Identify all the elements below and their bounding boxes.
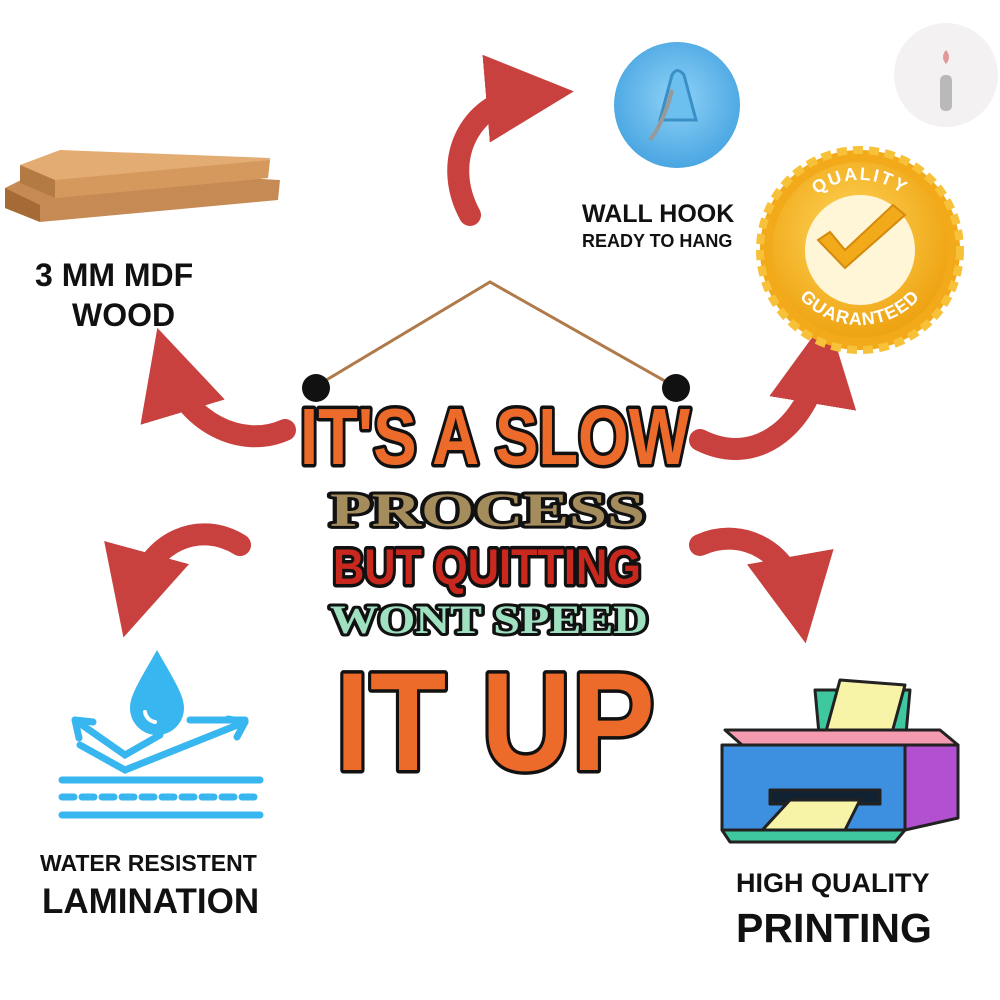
arrow-to-wood-icon: [140, 327, 296, 448]
hanging-string: [317, 280, 673, 387]
hook-label-line1: WALL HOOK: [582, 200, 734, 228]
arrow-to-printer-icon: [689, 527, 834, 644]
wall-hook-icon: [614, 42, 740, 168]
sign-line3: BUT QUITTING: [333, 539, 641, 595]
sign-line1: IT'S A SLOW: [300, 392, 690, 481]
wood-label-line2: WOOD: [72, 297, 175, 333]
sign-line2: PROCESS: [330, 484, 645, 537]
sign-line5: IT UP: [335, 643, 655, 800]
water-label-line2: LAMINATION: [42, 882, 259, 921]
sign-line4: WONT SPEED: [330, 597, 648, 642]
hook-label-line2: READY TO HANG: [582, 231, 732, 251]
quality-badge-icon: QUALITY GUARANTEED: [756, 146, 964, 354]
printing-label-line1: HIGH QUALITY: [736, 868, 930, 898]
water-resistant-icon: [58, 650, 264, 819]
arrow-to-hook-icon: [447, 54, 574, 226]
arrow-to-badge-icon: [689, 316, 857, 460]
wood-planks-icon: [5, 150, 280, 222]
arrows: [104, 54, 857, 644]
wood-label-line1: 3 MM MDF: [35, 257, 193, 293]
brand-logo: [894, 23, 998, 127]
arrow-to-water-icon: [104, 523, 251, 638]
printing-label-line2: PRINTING: [736, 905, 932, 951]
printer-icon: [720, 678, 960, 844]
sign-product: IT'S A SLOW PROCESS BUT QUITTING WONT SP…: [297, 280, 694, 804]
water-label-line1: WATER RESISTENT: [40, 850, 257, 876]
